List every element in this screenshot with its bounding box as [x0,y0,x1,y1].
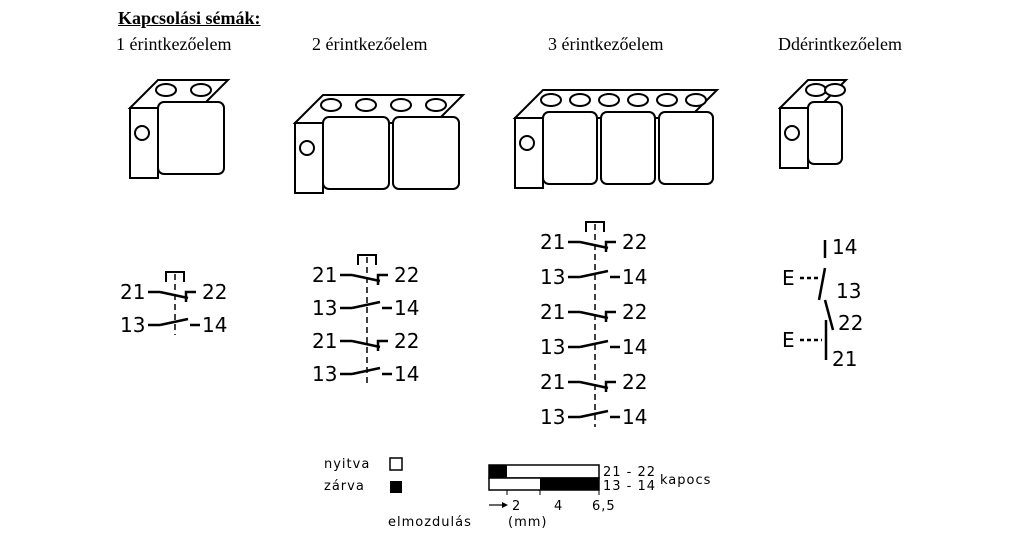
column-label-1: 1 érintkezőelem [116,34,232,54]
terminal-22: 22 [394,329,419,353]
terminal-14: 14 [832,235,857,259]
terminal-22: 22 [838,311,863,335]
block-face [392,116,460,190]
terminal-13: 13 [312,362,337,386]
actuator-icon [165,271,185,282]
terminal-21: 21 [832,347,857,371]
column-label-2: 2 érintkezőelem [312,34,428,54]
legend-open-swatch [389,457,403,471]
contact-block-illustration-1 [127,79,231,179]
terminal-13: 13 [120,313,145,337]
terminal-14: 14 [622,335,647,359]
block-face [600,111,656,185]
contact-block-illustration-3 [512,89,720,189]
tick-6-5: 6,5 [592,499,616,514]
terminal-label: kapocs [660,473,711,488]
schematic-2: 21 22 13 14 21 22 13 14 [312,254,419,386]
terminal-21: 21 [312,263,337,287]
terminal-13: 13 [540,265,565,289]
terminal-13: 13 [836,279,861,303]
actuator-icon [585,221,605,232]
terminal-22: 22 [622,300,647,324]
actuator-e-2: E [782,328,795,352]
dd-element-schematic [800,240,835,360]
terminal-22: 22 [622,230,647,254]
bar-13-14-closed [540,478,599,490]
terminal-21: 21 [540,230,565,254]
terminal-13: 13 [540,405,565,429]
pair-13-14-label: 13 - 14 [603,479,656,494]
terminal-22: 22 [622,370,647,394]
legend-open-label: nyitva [324,457,370,472]
terminal-22: 22 [394,263,419,287]
legend-closed-label: zárva [324,479,365,494]
block-face [807,101,843,165]
actuator-icon [357,254,377,265]
terminal-14: 14 [202,313,227,337]
pair-21-22-label: 21 - 22 [603,465,656,480]
arrow-icon [502,502,508,508]
contact-block-illustration-2 [292,94,466,194]
terminal-22: 22 [202,280,227,304]
terminal-21: 21 [312,329,337,353]
tick-2: 2 [512,499,521,514]
terminal-14: 14 [622,405,647,429]
legend-closed-swatch [390,481,402,493]
terminal-14: 14 [622,265,647,289]
block-face [157,101,225,175]
page-title: Kapcsolási sémák: [118,8,261,28]
block-face [658,111,714,185]
block-face [542,111,598,185]
terminal-13: 13 [540,335,565,359]
bar-21-22-closed [489,465,507,478]
actuator-e-1: E [782,266,795,290]
contact-block-illustration-4 [777,79,849,169]
legend: nyitva zárva 21 - 22 13 - 14 kapocs 2 4 … [324,457,711,530]
schematic-3: 21 22 13 14 21 22 13 14 21 22 13 14 [540,221,647,429]
unit-label: (mm) [508,515,547,530]
column-label-4: Ddérintkezőelem [778,34,902,54]
block-face [322,116,390,190]
terminal-14: 14 [394,362,419,386]
column-label-3: 3 érintkezőelem [548,34,664,54]
terminal-21: 21 [120,280,145,304]
terminal-13: 13 [312,296,337,320]
schematic-1: 21 22 13 14 [120,271,227,337]
tick-4: 4 [554,499,563,514]
terminal-21: 21 [540,300,565,324]
terminal-21: 21 [540,370,565,394]
displacement-label: elmozdulás [388,515,472,530]
terminal-14: 14 [394,296,419,320]
